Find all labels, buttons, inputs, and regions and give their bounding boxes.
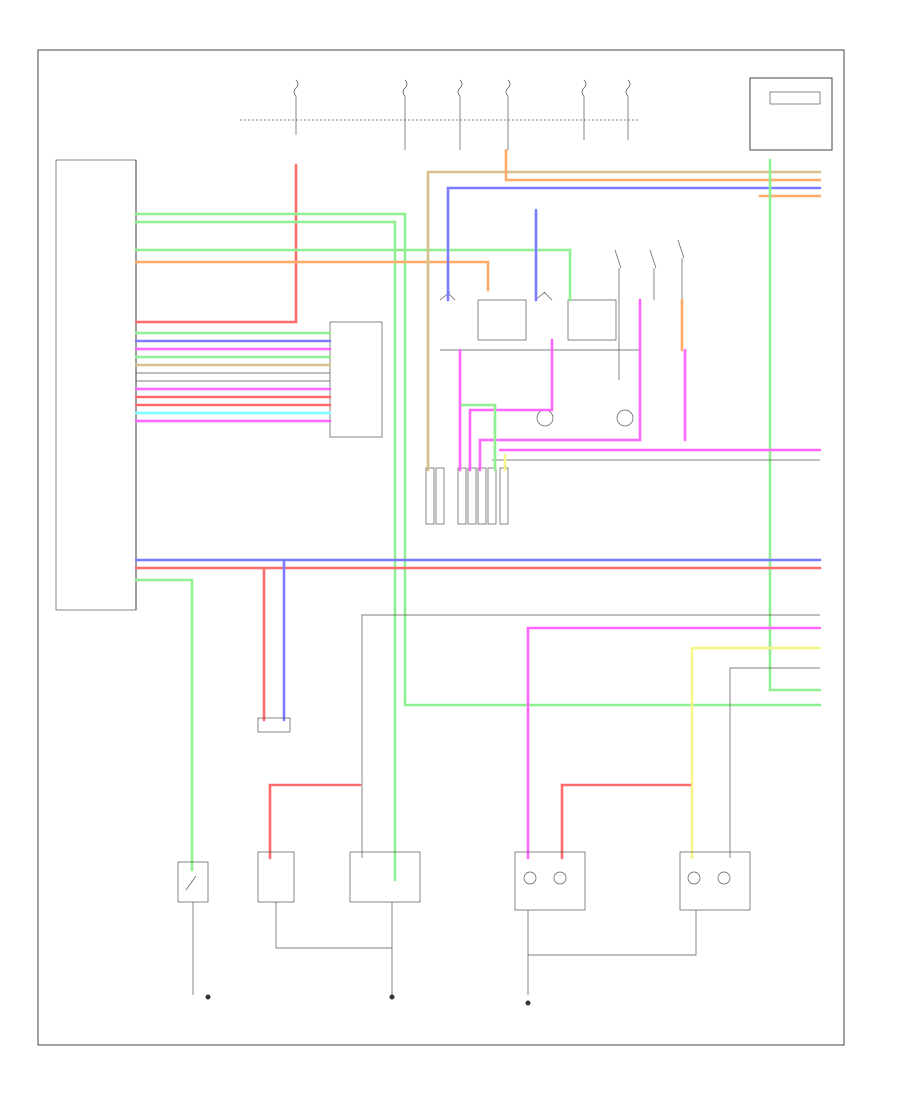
fuse-2	[402, 79, 408, 150]
relay-coil-1	[536, 409, 554, 427]
module-component-2	[349, 851, 421, 903]
lamp-component-1	[514, 851, 586, 911]
wire-harness-bcm	[134, 163, 332, 423]
module-component-1	[257, 851, 295, 903]
relay-right	[567, 299, 617, 341]
bcm-module-box	[55, 159, 137, 611]
wire-relay-outputs	[458, 298, 822, 472]
relay-block	[439, 239, 685, 427]
fuse-3	[457, 79, 463, 150]
can-bus	[134, 558, 822, 872]
data-link-connector	[257, 717, 291, 733]
fuse-1	[293, 79, 299, 135]
relay-coil-2	[616, 409, 634, 427]
ground-1	[205, 994, 211, 1000]
bottom-components	[177, 851, 751, 911]
fuse-block	[240, 79, 640, 150]
ground-3	[525, 1000, 531, 1006]
lamp-component-2	[679, 851, 751, 911]
fuse-5	[581, 79, 631, 140]
ground-paths	[192, 902, 697, 1006]
top-right-module-box	[749, 77, 833, 151]
wire-harness-lower	[268, 614, 822, 860]
wire-harness-upper	[134, 212, 822, 882]
relay-left	[477, 299, 527, 341]
combination-switch-box	[329, 321, 383, 438]
fuse-4	[505, 79, 511, 150]
top-right-connector	[769, 91, 821, 105]
diagram-border	[37, 49, 845, 1046]
ground-2	[389, 994, 395, 1000]
connector-bank	[425, 467, 509, 525]
wire-harness-right	[426, 148, 822, 692]
